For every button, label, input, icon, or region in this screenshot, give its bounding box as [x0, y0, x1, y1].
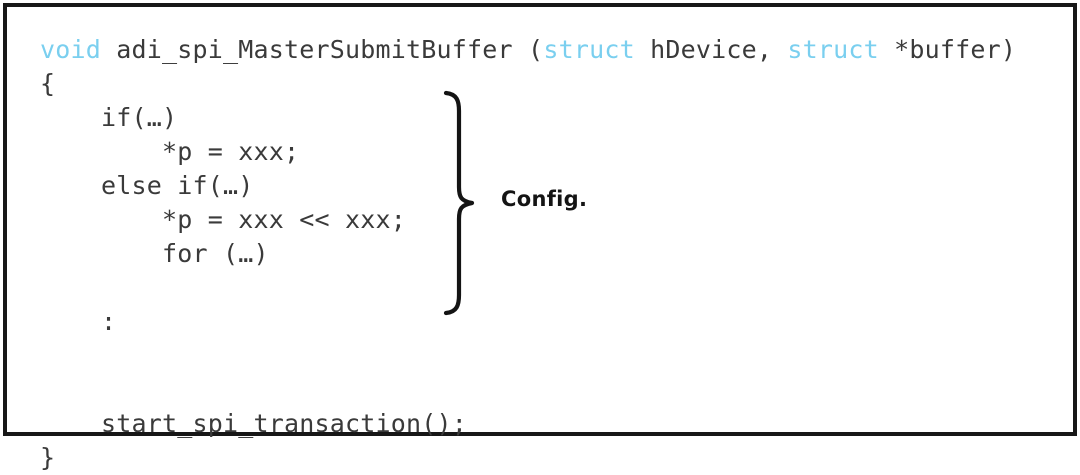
- code-keyword: struct: [543, 35, 635, 64]
- line-3-if: if(…): [40, 101, 1050, 135]
- line-7-for: for (…): [40, 237, 1050, 271]
- line-1-signature: void adi_spi_MasterSubmitBuffer (struct …: [40, 33, 1050, 67]
- figure-border-frame: void adi_spi_MasterSubmitBuffer (struct …: [3, 3, 1077, 472]
- code-listing: void adi_spi_MasterSubmitBuffer (struct …: [40, 33, 1050, 475]
- config-label: Config.: [501, 187, 588, 211]
- code-text: {: [40, 69, 56, 98]
- line-2-open-brace: {: [40, 67, 1050, 101]
- line-12-start-transaction: start_spi_transaction();: [40, 407, 1050, 441]
- right-curly-brace-icon: [443, 90, 475, 316]
- code-text: adi_spi_MasterSubmitBuffer (: [101, 35, 544, 64]
- code-text: *p = xxx << xxx;: [40, 205, 407, 234]
- code-text: [40, 273, 55, 302]
- code-keyword: void: [40, 35, 102, 64]
- code-text: if(…): [40, 103, 178, 132]
- line-10-blank: [40, 339, 1050, 373]
- code-text: start_spi_transaction();: [40, 409, 468, 438]
- code-text: }: [40, 443, 56, 472]
- code-text: :: [40, 307, 117, 336]
- code-text: *p = xxx;: [40, 137, 300, 166]
- line-6-assign-shift: *p = xxx << xxx;: [40, 203, 1050, 237]
- code-text: [40, 341, 55, 370]
- line-4-assign: *p = xxx;: [40, 135, 1050, 169]
- code-figure: void adi_spi_MasterSubmitBuffer (struct …: [3, 3, 1077, 472]
- code-text: for (…): [40, 239, 269, 268]
- code-text: hDevice,: [634, 35, 788, 64]
- code-text: [40, 375, 55, 404]
- code-keyword: struct: [787, 35, 879, 64]
- line-5-else-if: else if(…): [40, 169, 1050, 203]
- code-text: *buffer): [878, 35, 1017, 64]
- line-11-blank: [40, 373, 1050, 407]
- config-annotation-group: Config.: [439, 89, 629, 317]
- code-text: else if(…): [40, 171, 254, 200]
- line-13-close-brace: }: [40, 441, 1050, 475]
- line-9-ellipsis-colon: :: [40, 305, 1050, 339]
